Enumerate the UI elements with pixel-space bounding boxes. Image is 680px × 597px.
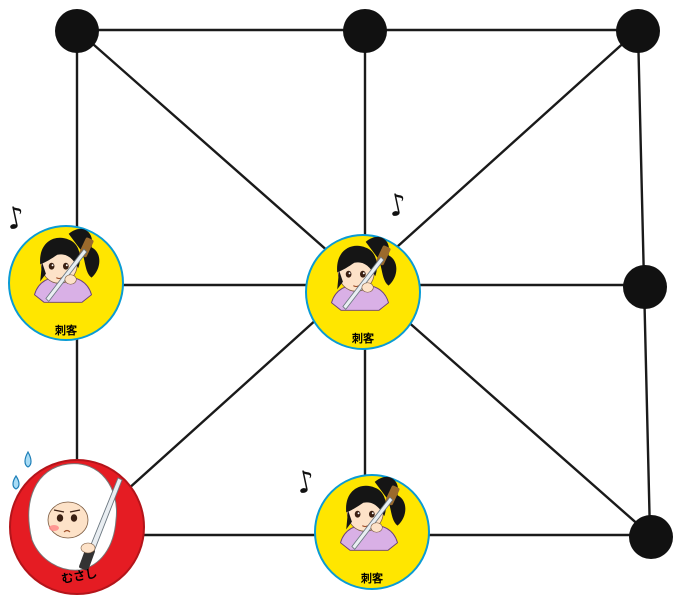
assassin-piece-middle-left[interactable]: 刺客 — [8, 225, 124, 341]
node-top-right[interactable] — [616, 9, 660, 53]
music-note-icon: ♪ — [3, 199, 29, 237]
assassin-label: 刺客 — [351, 331, 375, 345]
board-nodes — [55, 9, 673, 559]
node-bottom-right[interactable] — [629, 515, 673, 559]
node-top-center[interactable] — [343, 9, 387, 53]
assassin-piece-bottom-center[interactable]: 刺客 — [314, 474, 430, 590]
music-note-icon: ♪ — [293, 463, 319, 501]
musashi-piece-bottom-left[interactable]: むさし — [9, 459, 145, 595]
assassin-label: 刺客 — [360, 571, 384, 585]
music-note-icon: ♪ — [385, 186, 411, 224]
node-middle-right[interactable] — [623, 265, 667, 309]
node-top-left[interactable] — [55, 9, 99, 53]
assassin-piece-center[interactable]: 刺客 — [305, 234, 421, 350]
musashi-label: むさし — [60, 566, 98, 586]
sweat-drops-icon — [12, 450, 32, 490]
assassin-label: 刺客 — [54, 323, 78, 337]
